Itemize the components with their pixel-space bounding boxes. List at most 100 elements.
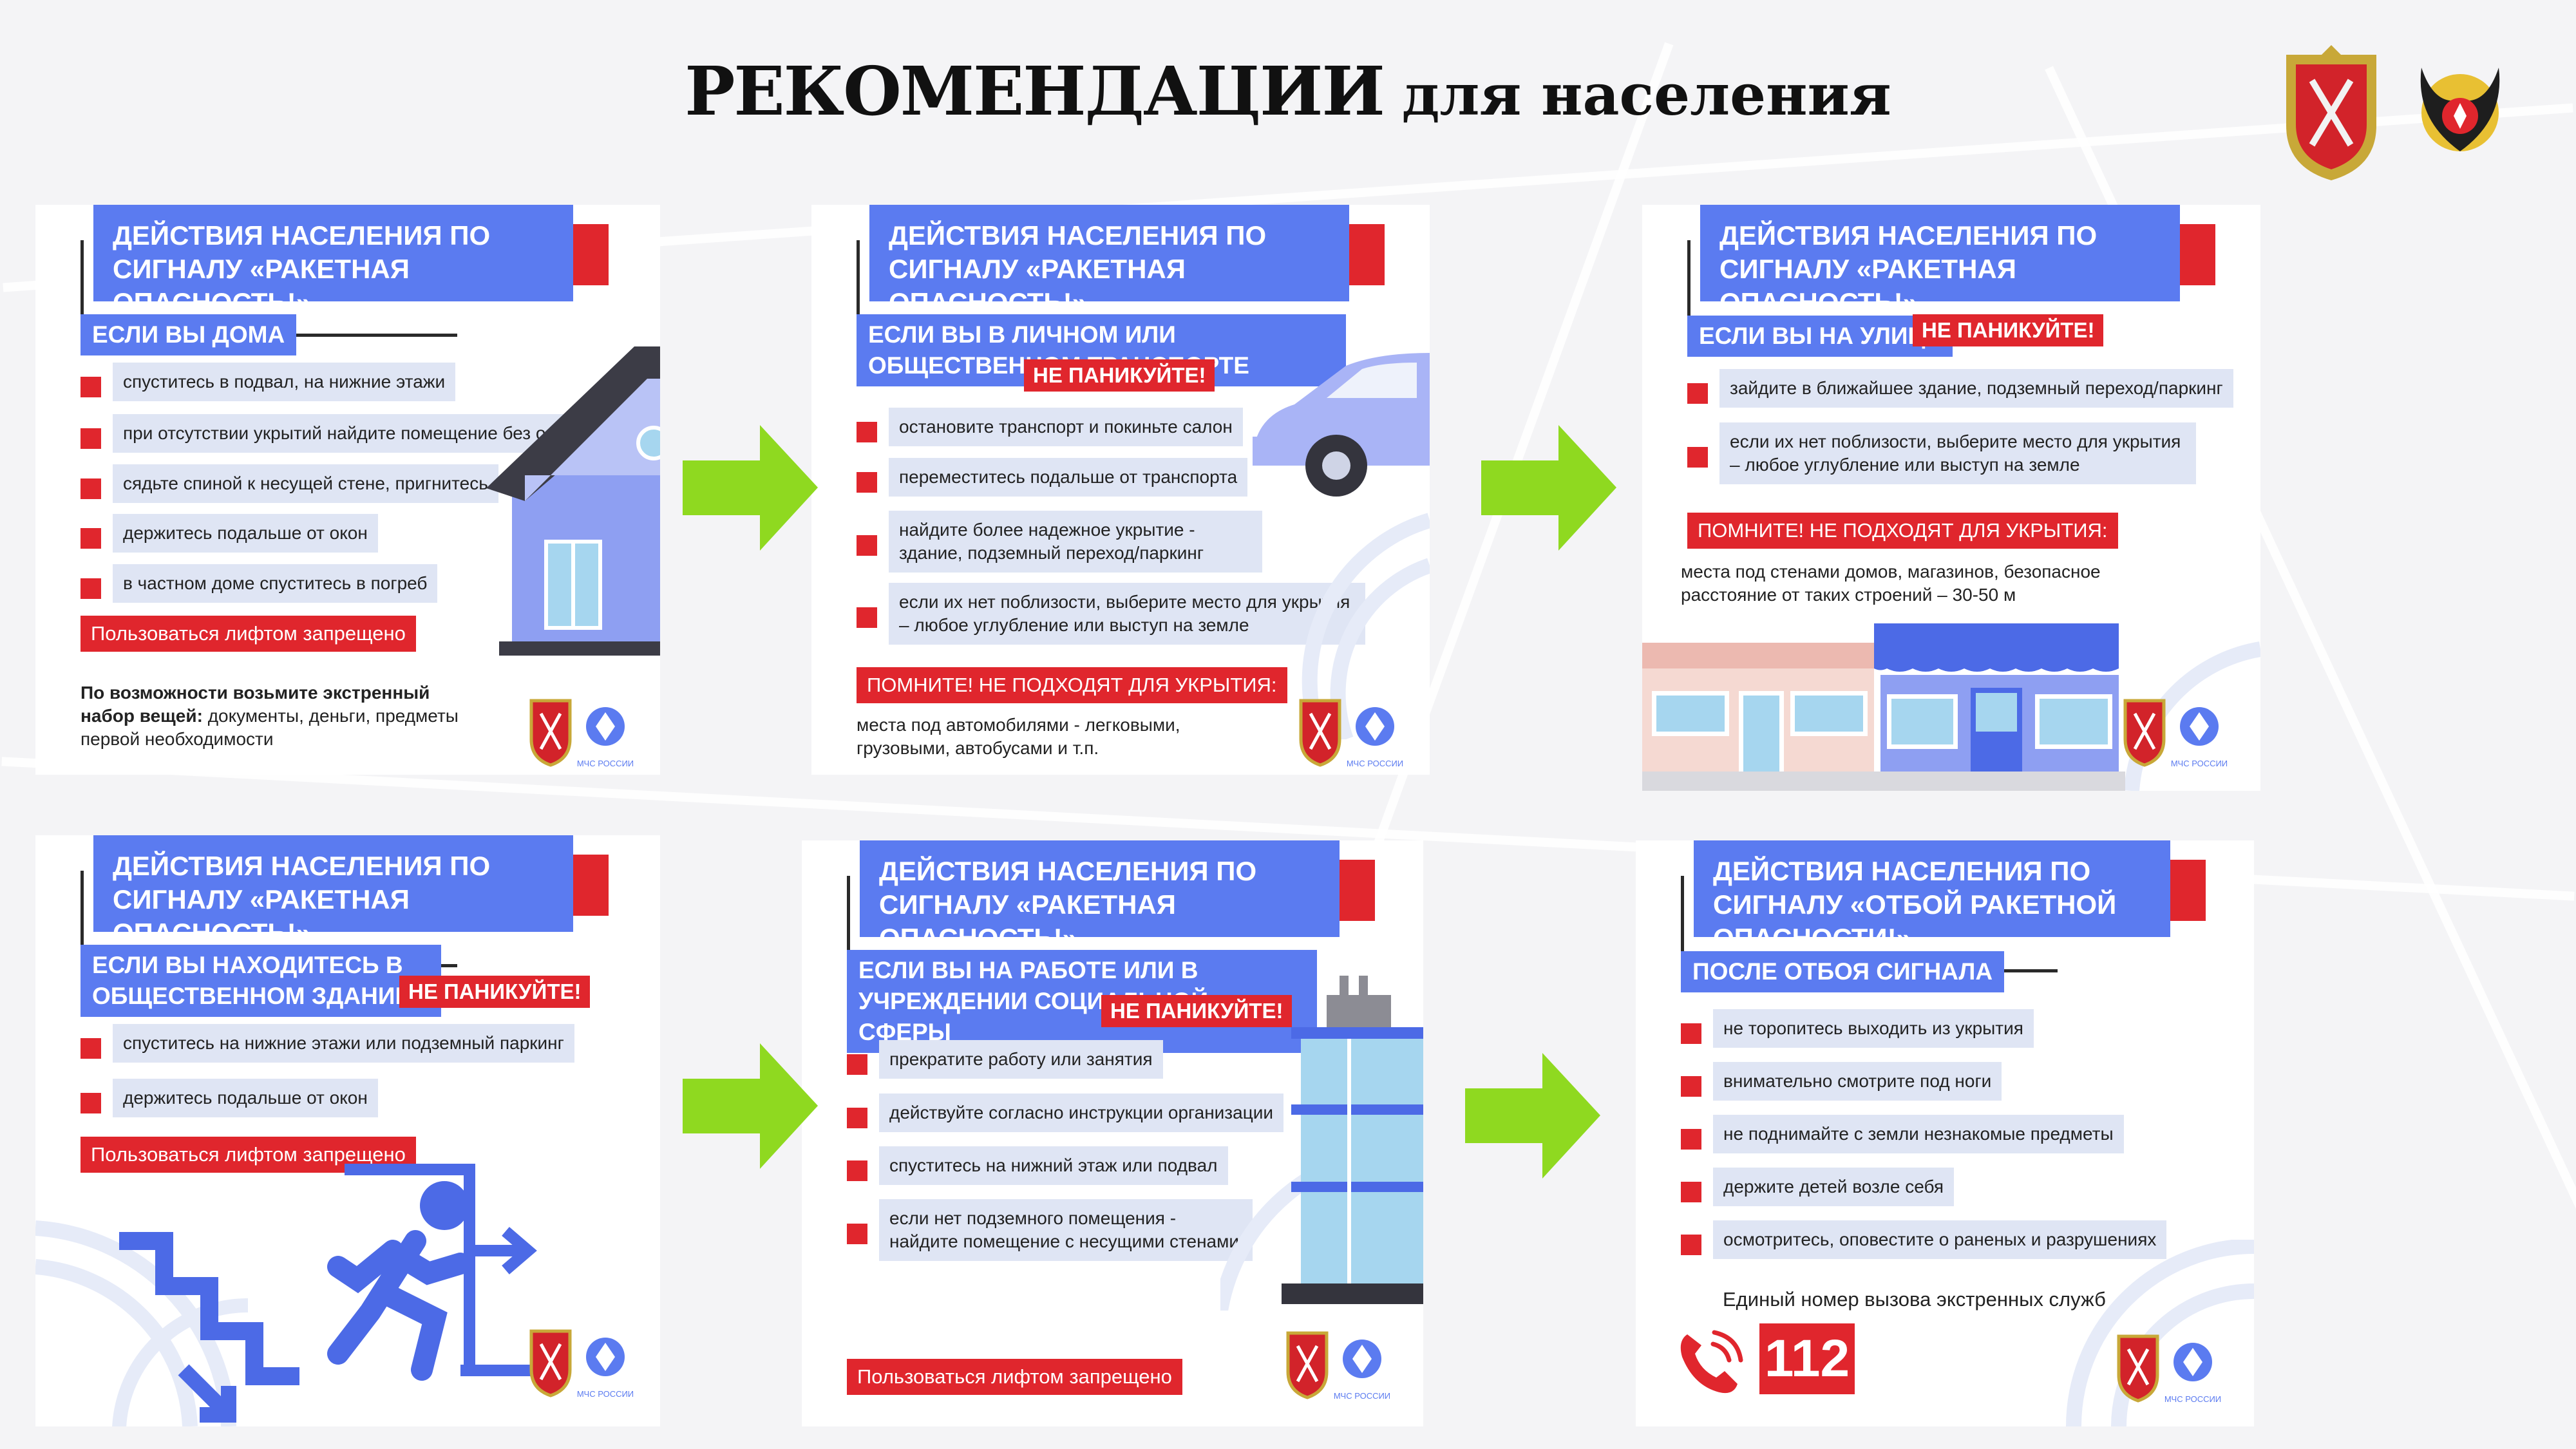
bullet-icon: [80, 528, 101, 549]
card-home: ДЕЙСТВИЯ НАСЕЛЕНИЯ ПО СИГНАЛУ «РАКЕТНАЯ …: [35, 205, 660, 775]
bullet-icon: [80, 1038, 101, 1059]
emercom-emblem-icon: [586, 1338, 625, 1376]
bullet-icon: [847, 1224, 867, 1244]
bullet-icon: [1681, 1235, 1701, 1255]
house-illustration: [486, 346, 660, 656]
bullet-icon: [847, 1054, 867, 1075]
tula-coat-of-arms-icon: [2286, 45, 2376, 180]
item-text: спуститесь на нижний этаж или подвал: [879, 1146, 1228, 1185]
tula-coat-of-arms-icon: [529, 699, 572, 767]
note-text: По возможности возьмите экстренный набор…: [80, 681, 480, 751]
item-text: остановите транспорт и покиньте салон: [889, 408, 1243, 446]
card-header: ДЕЙСТВИЯ НАСЕЛЕНИЯ ПО СИГНАЛУ «РАКЕТНАЯ …: [869, 205, 1349, 317]
shops-illustration: [1642, 623, 2260, 791]
office-building-illustration: [1220, 976, 1423, 1311]
page-title-main: РЕКОМЕНДАЦИИ: [685, 52, 1385, 131]
card-logos: МЧС РОССИИ: [2123, 699, 2228, 768]
bullet-icon: [1687, 447, 1708, 468]
bullet-icon: [80, 1093, 101, 1113]
logo-caption: МЧС РОССИИ: [2164, 1394, 2221, 1404]
emercom-emblem-icon: [2180, 707, 2219, 746]
card-header: ДЕЙСТВИЯ НАСЕЛЕНИЯ ПО СИГНАЛУ «РАКЕТНАЯ …: [860, 840, 1340, 953]
situation-label: ЕСЛИ ВЫ НАХОДИТЕСЬ В ОБЩЕСТВЕННОМ ЗДАНИИ: [80, 945, 441, 1017]
item-text: если их нет поблизости, выберите место д…: [889, 583, 1365, 645]
lift-warning: Пользоваться лифтом запрещено: [80, 616, 416, 652]
item-text: переместитесь подальше от транспорта: [889, 458, 1248, 497]
lift-warning: Пользоваться лифтом запрещено: [847, 1359, 1182, 1395]
emercom-emblem-icon: [1343, 1340, 1381, 1378]
logo-caption: МЧС РОССИИ: [577, 1389, 634, 1399]
item-text: осмотритесь, оповестите о раненых и разр…: [1713, 1220, 2167, 1259]
bullet-icon: [1681, 1023, 1701, 1044]
card-header: ДЕЙСТВИЯ НАСЕЛЕНИЯ ПО СИГНАЛУ «РАКЕТНАЯ …: [93, 205, 573, 317]
no-panic-badge: НЕ ПАНИКУЙТЕ!: [1101, 995, 1293, 1027]
emergency-label: Единый номер вызова экстренных служб: [1723, 1288, 2106, 1311]
header-accent: [1340, 860, 1375, 921]
no-panic-badge: НЕ ПАНИКУЙТЕ!: [1913, 314, 2104, 346]
bullet-icon: [80, 377, 101, 397]
bullet-icon: [857, 535, 877, 556]
card-header: ДЕЙСТВИЯ НАСЕЛЕНИЯ ПО СИГНАЛУ «РАКЕТНАЯ …: [1700, 205, 2180, 317]
logo-caption: МЧС РОССИИ: [1334, 1391, 1390, 1401]
header-accent: [573, 224, 609, 285]
card-work: ДЕЙСТВИЯ НАСЕЛЕНИЯ ПО СИГНАЛУ «РАКЕТНАЯ …: [802, 840, 1423, 1426]
card-street: ДЕЙСТВИЯ НАСЕЛЕНИЯ ПО СИГНАЛУ «РАКЕТНАЯ …: [1642, 205, 2260, 791]
logo-caption: МЧС РОССИИ: [2171, 759, 2228, 768]
item-text: прекратите работу или занятия: [879, 1040, 1163, 1079]
item-text: не торопитесь выходить из укрытия: [1713, 1009, 2034, 1048]
note-rest: документы, деньги, предметы первой необх…: [80, 706, 459, 749]
header-accent: [573, 855, 609, 916]
emercom-emblem-icon: [2420, 68, 2500, 151]
item-text: действуйте согласно инструкции организац…: [879, 1094, 1284, 1132]
item-text: не поднимайте с земли незнакомые предмет…: [1713, 1115, 2124, 1153]
bullet-icon: [80, 578, 101, 599]
item-text: зайдите в ближайшее здание, подземный пе…: [1719, 369, 2233, 408]
card-logos: МЧС РОССИИ: [1286, 1331, 1390, 1401]
logo-caption: МЧС РОССИИ: [577, 759, 634, 768]
bullet-icon: [857, 422, 877, 442]
arrow-right-icon: [683, 1043, 818, 1169]
emercom-emblem-icon: [586, 707, 625, 746]
item-text: если их нет поблизости, выберите место д…: [1719, 422, 2196, 484]
bullet-icon: [857, 472, 877, 493]
card-header: ДЕЙСТВИЯ НАСЕЛЕНИЯ ПО СИГНАЛУ «РАКЕТНАЯ …: [93, 835, 573, 948]
item-text: держитесь подальше от окон: [113, 1079, 378, 1117]
remember-warning: ПОМНИТЕ! НЕ ПОДХОДЯТ ДЛЯ УКРЫТИЯ:: [1687, 513, 2118, 549]
item-text: при отсутствии укрытий найдите помещение…: [113, 414, 585, 453]
bullet-icon: [80, 428, 101, 449]
item-text: сядьте спиной к несущей стене, пригнитес…: [113, 464, 498, 503]
logo-caption: МЧС РОССИИ: [1347, 759, 1403, 768]
tula-coat-of-arms-icon: [529, 1329, 572, 1397]
item-text: держите детей возле себя: [1713, 1168, 1955, 1206]
card-header: ДЕЙСТВИЯ НАСЕЛЕНИЯ ПО СИГНАЛУ «ОТБОЙ РАК…: [1694, 840, 2170, 953]
evacuation-illustration: [35, 1164, 557, 1426]
decorative-waves: [2066, 1240, 2254, 1426]
bullet-icon: [847, 1160, 867, 1181]
no-panic-badge: НЕ ПАНИКУЙТЕ!: [1024, 359, 1215, 392]
arrow-right-icon: [683, 425, 818, 551]
item-text: внимательно смотрите под ноги: [1713, 1062, 2002, 1101]
bullet-icon: [80, 478, 101, 499]
item-text: спуститесь в подвал, на нижние этажи: [113, 363, 456, 401]
item-text: держитесь подальше от окон: [113, 514, 378, 553]
note-text: места под автомобилями - легковыми, груз…: [857, 715, 1180, 758]
tula-coat-of-arms-icon: [2117, 1334, 2159, 1403]
remember-warning: ПОМНИТЕ! НЕ ПОДХОДЯТ ДЛЯ УКРЫТИЯ:: [857, 667, 1287, 703]
tula-coat-of-arms-icon: [1299, 699, 1341, 767]
tula-coat-of-arms-icon: [1286, 1331, 1329, 1399]
card-transport: ДЕЙСТВИЯ НАСЕЛЕНИЯ ПО СИГНАЛУ «РАКЕТНАЯ …: [811, 205, 1430, 775]
car-illustration: [1253, 353, 1430, 739]
page-title-rest: для населения: [1401, 61, 1891, 128]
card-public: ДЕЙСТВИЯ НАСЕЛЕНИЯ ПО СИГНАЛУ «РАКЕТНАЯ …: [35, 835, 660, 1426]
emercom-emblem-icon: [1356, 707, 1394, 746]
note-bold: По возможности возьмите экстренный набор…: [80, 683, 430, 726]
header-accent: [2180, 224, 2215, 285]
tula-coat-of-arms-icon: [2123, 699, 2166, 767]
card-logos: МЧС РОССИИ: [529, 1329, 634, 1399]
no-panic-badge: НЕ ПАНИКУЙТЕ!: [399, 976, 591, 1008]
item-text: спуститесь на нижние этажи или подземный…: [113, 1024, 574, 1063]
emergency-number[interactable]: 112: [1759, 1323, 1855, 1394]
card-cancel: ДЕЙСТВИЯ НАСЕЛЕНИЯ ПО СИГНАЛУ «ОТБОЙ РАК…: [1636, 840, 2254, 1426]
situation-label: ЕСЛИ ВЫ ДОМА: [80, 314, 297, 355]
phone-icon[interactable]: [1674, 1325, 1748, 1399]
